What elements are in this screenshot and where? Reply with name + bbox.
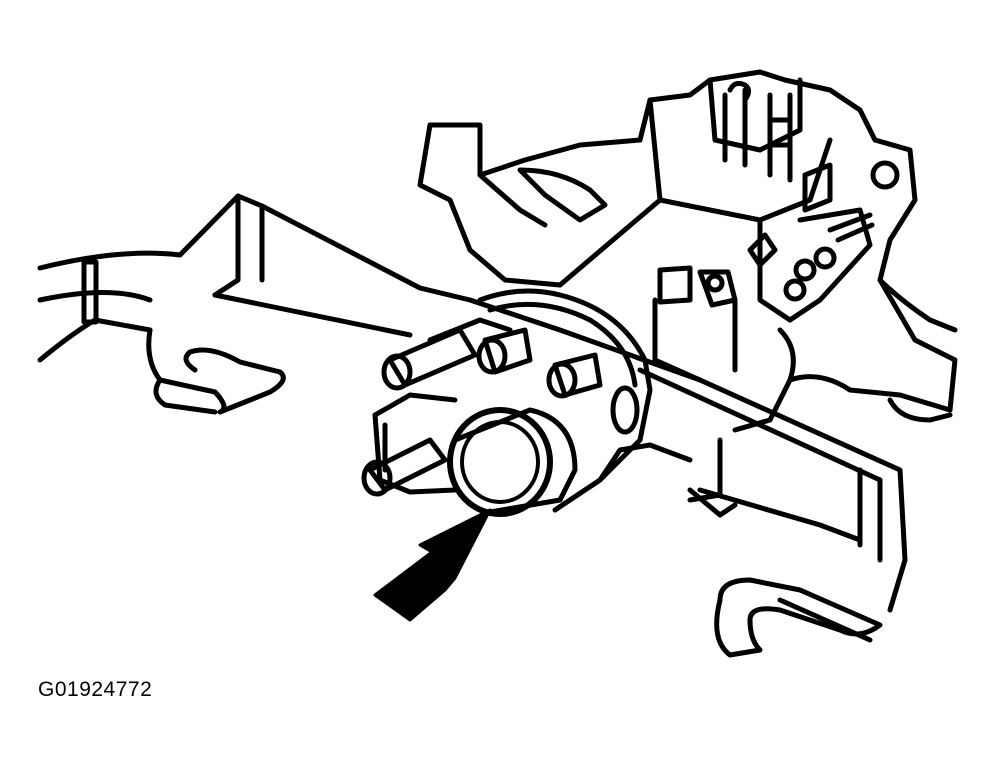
- pin-upper: [476, 327, 533, 375]
- lower-hook: [714, 577, 883, 658]
- bearing-bore: [447, 407, 578, 517]
- right-rail: [467, 297, 908, 613]
- figure-code-label: G01924772: [38, 678, 153, 701]
- pin-lower: [361, 437, 448, 497]
- switch-body: [372, 288, 738, 518]
- lock-housing: [417, 69, 958, 433]
- pointer-arrow-icon: [373, 508, 492, 622]
- pin-upper-left: [381, 327, 478, 391]
- left-bracket-plate: [37, 193, 473, 415]
- pin-right: [546, 352, 603, 399]
